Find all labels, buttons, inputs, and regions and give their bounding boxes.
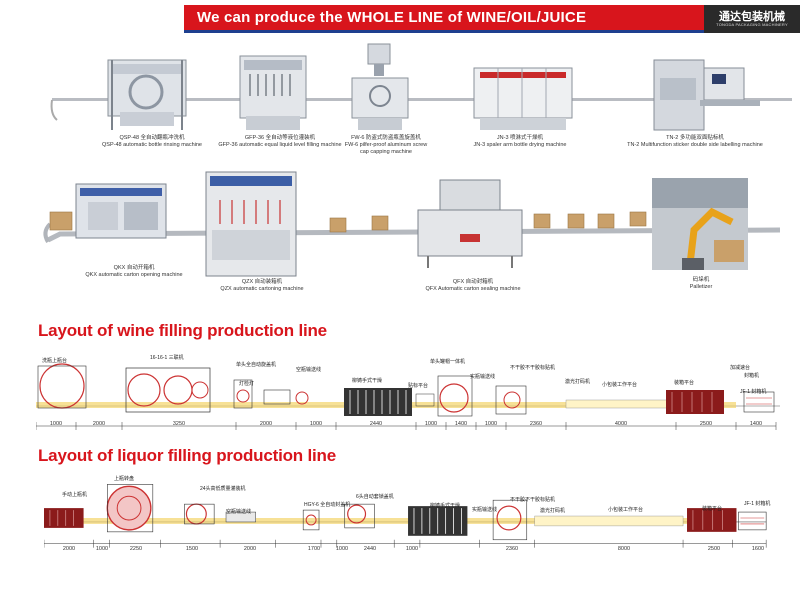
liquor-dim: 2440 (363, 546, 377, 552)
wine-label-inspection-lamp: 灯检灯 (239, 381, 255, 387)
filling-machine-image (239, 55, 307, 130)
wine-label-triblock: 16-16-1 三联机 (150, 355, 184, 361)
row2-conveyor (43, 222, 781, 244)
wine-label-full-conveyor: 实瓶输送线 (470, 374, 496, 380)
liquor-dim: 1000 (335, 546, 349, 552)
palletizer-image (652, 178, 748, 270)
wine-dim: 4000 (614, 421, 628, 427)
wine-dim: 2000 (92, 421, 106, 427)
wine-layout-drawing (36, 363, 780, 430)
wine-dim: 1400 (454, 421, 468, 427)
liquor-label-boxing-table: 装箱平台 (702, 506, 723, 512)
liquor-label-full-conveyor: 实瓶输送线 (472, 507, 498, 513)
banner-underline (184, 30, 704, 33)
wine-label-packing-platform: 小包装工作平台 (602, 382, 638, 388)
rinsing-machine-image (107, 59, 187, 130)
liquor-dim: 2000 (243, 546, 257, 552)
liquor-label-laser-coder: 激光打码机 (540, 508, 566, 514)
wine-label-bottle-loading: 洗瓶上瓶台 (42, 358, 68, 364)
wine-dim: 1000 (309, 421, 323, 427)
liquor-dim: 2500 (707, 546, 721, 552)
wine-label-accel-table: 加减速台 (730, 365, 751, 371)
banner-background (184, 5, 704, 33)
wine-dim: 2440 (369, 421, 383, 427)
brand-logo (704, 5, 800, 33)
brand-name-en: TONGDA PACKAGING MACHINERY (716, 22, 788, 27)
wine-dim: 1400 (749, 421, 763, 427)
liquor-dim: 8000 (617, 546, 631, 552)
liquor-layout-title: Layout of liquor filling production line (38, 446, 336, 465)
capping-machine-image (351, 43, 409, 130)
liquor-dim: 1500 (185, 546, 199, 552)
wine-label-laser-coder: 激光打码机 (565, 379, 591, 385)
wine-label-jf1-sealer: JF-1 封箱机 (740, 389, 767, 395)
liquor-label-jf1-sealer: JF-1 封箱机 (744, 501, 771, 507)
liquor-dim: 2360 (505, 546, 519, 552)
liquor-dim: 2000 (62, 546, 76, 552)
liquor-label-cap-fitter: 6头自动套锁盖机 (356, 494, 394, 500)
machine-illustrations (43, 43, 792, 277)
liquor-dim: 2250 (129, 546, 143, 552)
wine-label-capper: 单头全自动旋盖机 (236, 362, 277, 368)
wine-label-empty-conveyor: 空瓶输送线 (296, 367, 322, 373)
wine-dim: 2360 (529, 421, 543, 427)
wine-dim: 2500 (699, 421, 713, 427)
page-title: We can produce the WHOLE LINE of WINE/OI… (197, 9, 587, 26)
cartoning-machine-image (205, 171, 297, 277)
header-banner: We can produce the WHOLE LINE of WINE/OI… (0, 0, 800, 34)
drying-machine-image (473, 67, 573, 130)
liquor-label-manual-loader: 手动上瓶机 (62, 492, 88, 498)
liquor-dim: 1600 (751, 546, 765, 552)
liquor-label-filler: 24头高低质量灌装机 (200, 486, 246, 492)
liquor-label-dryer: 柳铸手式干燥 (430, 503, 461, 509)
wine-label-boxing-table: 装箱平台 (674, 380, 695, 386)
labelling-machine-image (653, 59, 760, 131)
carton-sealer-image (417, 179, 523, 268)
liquor-label-capper: HGY-6 全自动封盖机 (304, 502, 351, 508)
carton-opener-image (75, 183, 167, 239)
wine-dim: 1000 (484, 421, 498, 427)
wine-dim: 3250 (172, 421, 186, 427)
liquor-label-labeller: 不干胶不干胶标贴机 (510, 497, 556, 503)
wine-label-capper2: 单头罐帽一体机 (430, 359, 466, 365)
wine-layout-title: Layout of wine filling production line (38, 321, 327, 340)
liquor-label-turntable: 上瓶转盘 (114, 476, 135, 482)
liquor-dim: 1000 (95, 546, 109, 552)
liquor-dim: 1700 (307, 546, 321, 552)
wine-label-dryer: 柳铸手式干燥 (352, 378, 383, 384)
liquor-dim: 1000 (405, 546, 419, 552)
wine-dim: 1000 (49, 421, 63, 427)
wine-label-label-table: 贴标平台 (408, 383, 429, 389)
liquor-label-packing-platform: 小包装工作平台 (608, 507, 644, 513)
brand-name-cn: 通达包装机械 (719, 11, 785, 23)
wine-dim: 1000 (424, 421, 438, 427)
liquor-label-empty-conveyor: 空瓶输送线 (226, 509, 252, 515)
cartons (49, 211, 647, 233)
liquor-layout-drawing (44, 484, 767, 548)
wine-label-sealer: 封箱机 (744, 373, 760, 379)
wine-label-labeller: 不干胶不干胶标贴机 (510, 365, 556, 371)
row1-conveyor (50, 98, 792, 121)
wine-dim: 2000 (259, 421, 273, 427)
